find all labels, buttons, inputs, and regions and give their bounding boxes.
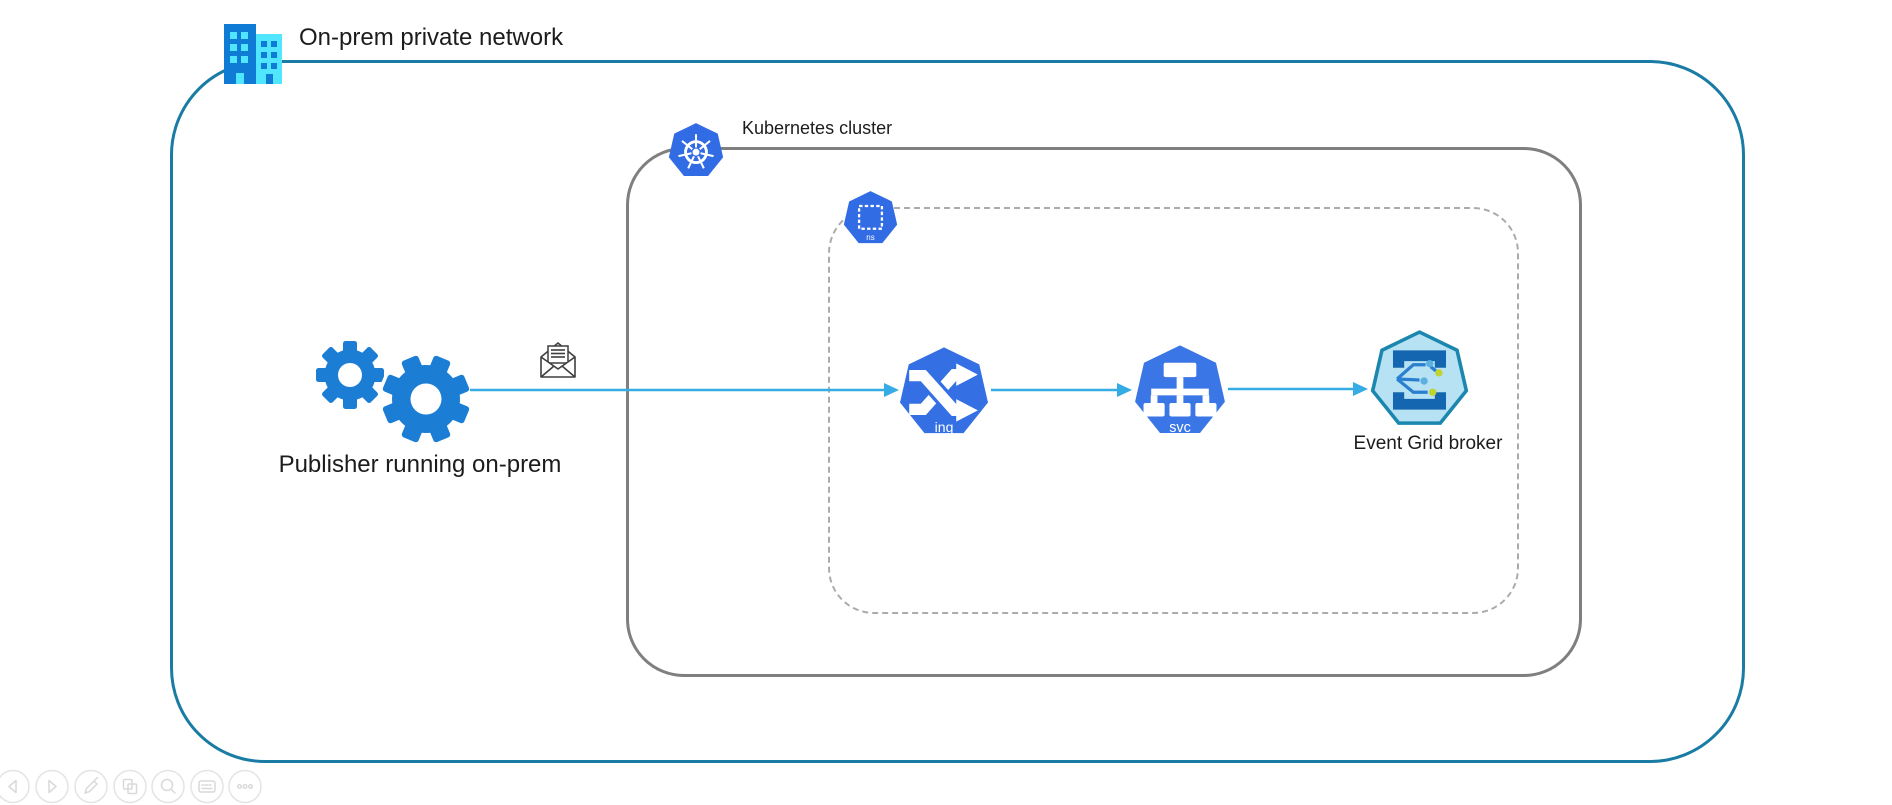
event-grid-broker-label: Event Grid broker [1353, 433, 1503, 454]
on-prem-network-boundary [170, 60, 1745, 763]
keyboard-icon[interactable] [190, 769, 224, 804]
namespace-badge: ns [866, 233, 874, 242]
service-icon: svc [1135, 345, 1225, 436]
kubernetes-icon [668, 123, 724, 177]
ellipsis-icon[interactable] [228, 769, 262, 804]
copy-icon[interactable] [113, 769, 147, 804]
publisher-label: Publisher running on-prem [278, 451, 562, 478]
namespace-boundary [828, 207, 1519, 614]
kubernetes-cluster-boundary [626, 147, 1582, 677]
arrow-publisher-to-ingress [470, 383, 899, 397]
envelope-icon [540, 341, 576, 378]
back-icon[interactable] [0, 769, 30, 804]
event-grid-broker-icon [1370, 330, 1469, 425]
on-prem-network-title: On-prem private network [299, 24, 564, 51]
zoom-icon[interactable] [151, 769, 185, 804]
service-badge: svc [1169, 420, 1191, 436]
arrow-ingress-to-service [991, 383, 1132, 397]
ingress-icon: ing [900, 347, 988, 435]
forward-icon[interactable] [35, 769, 69, 804]
namespace-icon: ns [843, 191, 898, 244]
ingress-badge: ing [935, 419, 954, 435]
gears-icon [316, 341, 470, 443]
arrow-service-to-broker [1228, 382, 1368, 396]
viewer-toolbar [0, 769, 262, 804]
building-icon [224, 24, 282, 84]
pencil-icon[interactable] [74, 769, 108, 804]
kubernetes-cluster-title: Kubernetes cluster [742, 118, 893, 138]
